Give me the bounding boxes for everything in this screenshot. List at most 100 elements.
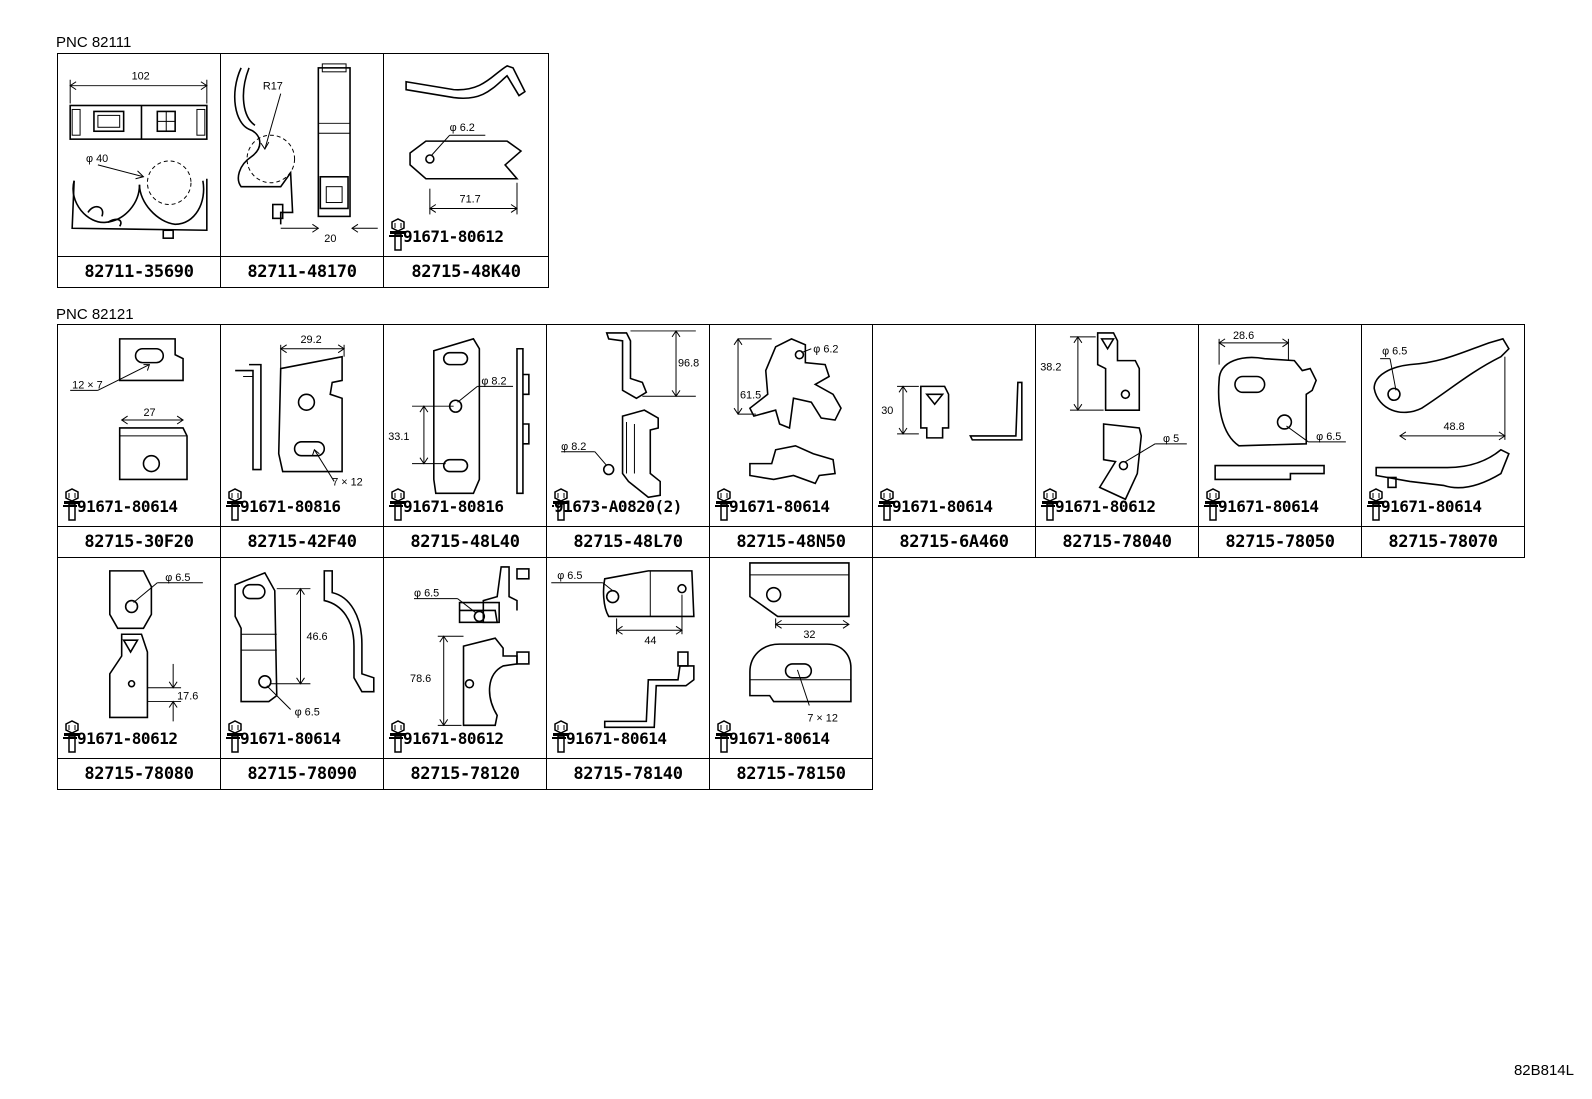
part-cell-82711-35690[interactable]: 102 φ 40 82711-35690: [58, 54, 221, 288]
dim-width-label: 32: [803, 629, 815, 641]
bracket-drawing: 96.8 φ 8.2: [561, 330, 699, 499]
bracket-drawing: 28.6 φ 6.5: [1214, 330, 1346, 481]
part-number: 82715-78090: [221, 758, 383, 789]
bracket-drawing: 29.2 7 × 12: [235, 334, 363, 488]
parts-table-82111: 102 φ 40 82711-35690 R17: [57, 53, 549, 288]
bolt-callout: 91671-80816: [389, 488, 504, 524]
bolt-icon: [553, 720, 569, 753]
dim-height-label: 61.5: [740, 389, 761, 401]
bolt-part-number: 91671-80614: [729, 728, 830, 748]
dim-height-label: 17.6: [177, 691, 198, 703]
bolt-callout: 91671-80612: [1041, 488, 1156, 524]
part-number: 82715-78070: [1362, 526, 1524, 557]
bracket-drawing: φ 8.2 33.1: [388, 337, 530, 495]
part-cell-82715-6A460[interactable]: 30 91671-80614 82715-6A460: [873, 325, 1036, 558]
bolt-icon: [1368, 488, 1384, 521]
part-cell-82715-78070[interactable]: φ 6.5 48.8 91671-80614 82715-78070: [1362, 325, 1525, 558]
part-number: 82715-78140: [547, 758, 709, 789]
dim-height-label: 38.2: [1040, 362, 1061, 374]
bracket-drawing: 30: [881, 381, 1023, 441]
parts-table-82121-row2: φ 6.5 17.6 91671-80612 82715-78080: [57, 557, 873, 790]
bolt-part-number: 91671-80614: [566, 728, 667, 748]
part-number: 82715-48L40: [384, 526, 546, 557]
bracket-drawing: φ 6.2 61.5: [733, 337, 842, 485]
part-number: 82711-48170: [221, 256, 383, 287]
bolt-icon: [716, 720, 732, 753]
part-number: 82715-78120: [384, 758, 546, 789]
dim-width-label: 20: [324, 233, 336, 245]
dim-length-label: 44: [644, 635, 656, 647]
bolt-part-number: 91671-80816: [240, 496, 341, 516]
part-cell-82715-30F20[interactable]: 12 × 7 27 91671-80614 82715-30F20: [58, 325, 221, 558]
bracket-drawing: φ 6.5 78.6: [410, 566, 530, 727]
part-drawing: 102 φ 40: [58, 54, 220, 256]
part-cell-82715-48L40[interactable]: φ 8.2 33.1 91671-80816 82715-48L40: [384, 325, 547, 558]
part-cell-82715-78080[interactable]: φ 6.5 17.6 91671-80612 82715-78080: [58, 557, 221, 790]
dim-hole-label: φ 6.5: [295, 706, 320, 718]
parts-table-82121-row1: 12 × 7 27 91671-80614 82715-30F20: [57, 324, 1525, 558]
bolt-callout: 91671-80612: [63, 720, 178, 756]
part-cell-82715-78050[interactable]: 28.6 φ 6.5 91671-80614 82715-78050: [1199, 325, 1362, 558]
part-cell-82715-78150[interactable]: 32 7 × 12 91671-80614 82715-78150: [710, 557, 873, 790]
bolt-callout: 91671-80614: [1367, 488, 1482, 524]
part-cell-82715-48L70[interactable]: 96.8 φ 8.2 91673-A0820(2) 82715-48L70: [547, 325, 710, 558]
dim-length-label: 102: [132, 71, 150, 83]
bracket-drawing: φ 6.2 71.7: [405, 65, 526, 215]
bracket-drawing: 32 7 × 12: [749, 562, 852, 724]
bracket-drawing: 46.6 φ 6.5: [234, 570, 375, 718]
clamp-drawing: 102 φ 40: [69, 71, 208, 239]
part-number: 82715-78080: [58, 758, 220, 789]
bolt-part-number: 91671-80614: [1218, 496, 1319, 516]
bolt-callout: 91671-80614: [226, 720, 341, 756]
part-number: 82715-78050: [1199, 526, 1361, 557]
bolt-part-number: 91671-80614: [240, 728, 341, 748]
bracket-drawing: φ 6.5 48.8: [1373, 337, 1510, 489]
part-cell-82715-48K40[interactable]: φ 6.2 71.7 91671-80612 82715-48K40: [384, 54, 549, 288]
dim-slot-label: 7 × 12: [332, 476, 363, 488]
part-drawing: φ 6.2 71.7 91671-80612: [384, 54, 548, 256]
bolt-callout: 91671-80614: [552, 720, 667, 756]
dim-hole-label: φ 6.2: [450, 122, 475, 134]
bolt-icon: [553, 488, 569, 521]
part-cell-82715-48N50[interactable]: φ 6.2 61.5 91671-80614 82715-48N50: [710, 325, 873, 558]
dim-length-label: 71.7: [460, 194, 481, 206]
bolt-icon: [1205, 488, 1221, 521]
part-cell-82715-78090[interactable]: 46.6 φ 6.5 91671-80614 82715-78090: [221, 557, 384, 790]
part-number: 82715-78150: [710, 758, 872, 789]
dim-hole-label: φ 6.5: [165, 572, 190, 584]
bolt-icon: [1042, 488, 1058, 521]
part-cell-82715-78140[interactable]: φ 6.5 44 91671-80614 82715-78140: [547, 557, 710, 790]
bolt-callout: 91671-80614: [715, 488, 830, 524]
bolt-part-number: 91671-80612: [1055, 496, 1156, 516]
part-cell-82715-78120[interactable]: φ 6.5 78.6 91671-80612 82715-78120: [384, 557, 547, 790]
part-cell-82715-78040[interactable]: 38.2 φ 5 91671-80612 82715-78040: [1036, 325, 1199, 558]
pnc-label-82111: PNC 82111: [56, 34, 132, 51]
bolt-icon: [390, 218, 406, 251]
dim-slot-label: 7 × 12: [807, 712, 838, 724]
pnc-label-82121: PNC 82121: [56, 306, 134, 323]
dim-height-label: 96.8: [678, 358, 699, 370]
bolt-part-number: 91671-80614: [729, 496, 830, 516]
part-number: 82715-30F20: [58, 526, 220, 557]
part-number: 82715-6A460: [873, 526, 1035, 557]
part-cell-82715-42F40[interactable]: 29.2 7 × 12 91671-80816 82715-42F40: [221, 325, 384, 558]
bolt-part-number: 91671-80816: [403, 496, 504, 516]
bracket-drawing: 38.2 φ 5: [1040, 332, 1187, 501]
bolt-callout: 91671-80612: [389, 720, 504, 756]
dim-height-label: 33.1: [388, 431, 409, 443]
dim-hole-label: φ 6.5: [557, 570, 582, 582]
bolt-callout: 91671-80816: [226, 488, 341, 524]
bolt-icon: [390, 488, 406, 521]
bolt-part-number: 91673-A0820(2): [554, 496, 682, 516]
dim-height-label: 78.6: [410, 673, 431, 685]
bolt-callout: 91671-80614: [1204, 488, 1319, 524]
clip-drawing: R17 20: [234, 63, 378, 245]
part-number: 82715-48L70: [547, 526, 709, 557]
bracket-drawing: φ 6.5 44: [551, 570, 695, 729]
dim-hole-label: φ 5: [1163, 433, 1179, 445]
bolt-icon: [390, 720, 406, 753]
part-cell-82711-48170[interactable]: R17 20 82711-48170: [221, 54, 384, 288]
dim-hole-label: φ 6.2: [813, 344, 838, 356]
dim-height-label: 30: [881, 405, 893, 417]
bolt-icon: [64, 488, 80, 521]
